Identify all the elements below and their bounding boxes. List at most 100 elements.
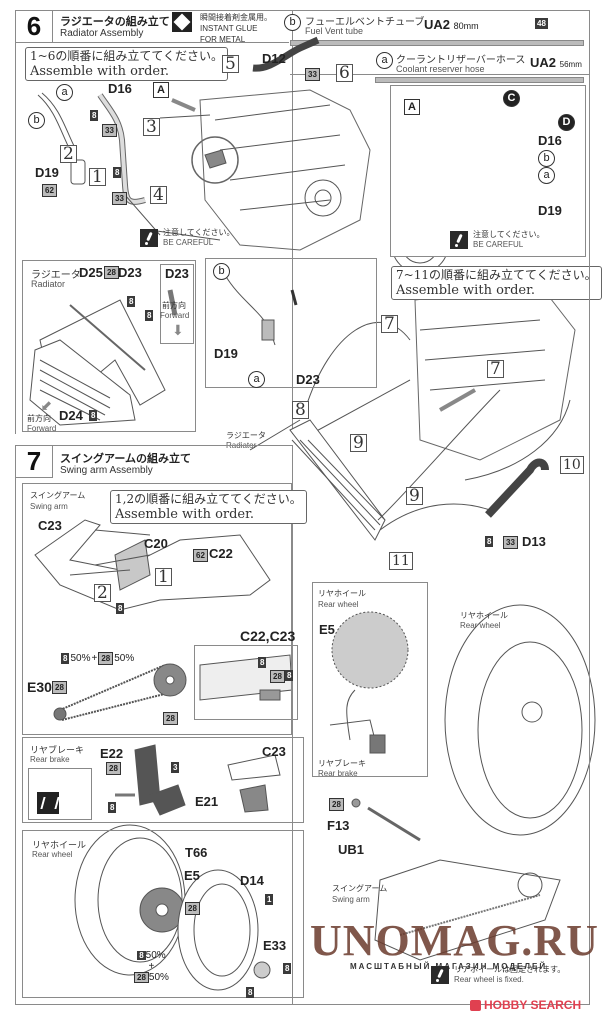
caution-note: 注意してください。 BE CAREFUL	[140, 228, 235, 248]
marker-C: C	[503, 90, 520, 107]
order-note-jp: 1~6の順番に組み立ててください。	[30, 49, 223, 63]
tube-name-en: Fuel Vent tube	[305, 26, 364, 36]
step-1: 1	[155, 568, 172, 586]
note-jp: リアホイールは固定されます。	[454, 965, 566, 974]
rear-wheel-label-en: Rear wheel	[32, 850, 73, 859]
order-note-en: Assemble with order.	[115, 507, 255, 522]
caution-note: 注意してください。 BE CAREFUL	[450, 230, 545, 250]
tube-length: 80mm	[453, 21, 479, 31]
hose-detail-inset	[205, 258, 377, 388]
step-10: 10	[560, 456, 584, 474]
rear-wheel-inset	[22, 830, 304, 998]
assembly-order-note: 1,2の順番に組み立ててください。 Assemble with order.	[110, 490, 307, 524]
paint-code: 8	[283, 963, 292, 974]
step-8: 8	[292, 401, 309, 419]
mix-percent: 50%	[70, 653, 91, 664]
step-2: 2	[94, 584, 111, 602]
tube-a-bar	[375, 77, 584, 83]
step-9: 9	[350, 434, 367, 452]
part-C22-C23: C22,C23	[240, 628, 296, 644]
detail-A-marker: A	[153, 82, 169, 98]
swingarm-label-en: Swing arm	[30, 502, 68, 511]
glue-note-en2: FOR METAL	[200, 35, 246, 44]
part-C22: C22	[209, 546, 233, 561]
paint-code: 1	[265, 894, 274, 905]
swingarm-label-jp: スイングアーム	[30, 491, 86, 500]
forward-en: Forward	[27, 424, 57, 433]
order-note-en: Assemble with order.	[396, 283, 536, 298]
paint-code: 8	[89, 410, 98, 421]
mix-plus: +	[91, 653, 98, 664]
tube-b-label: b	[538, 150, 555, 167]
caution-icon	[140, 229, 158, 247]
tube-name-jp: クーラントリザーバーホース	[396, 55, 526, 66]
caution-jp: 注意してください。	[163, 228, 235, 237]
part-C20: C20	[144, 536, 168, 551]
rear-brake-label-jp: リヤブレーキ	[30, 746, 85, 756]
part-D13: D13	[522, 534, 546, 549]
paint-code: 8	[485, 536, 494, 547]
tube-name-jp: フューエルベントチューブ	[305, 17, 425, 28]
paint-code: 8	[116, 603, 125, 614]
tube-a-label: a	[538, 167, 555, 184]
part-D12: D12	[262, 51, 286, 66]
step-2: 2	[60, 145, 77, 163]
order-note-jp: 7~11の順番に組み立ててください。	[396, 268, 597, 282]
tube-part-id: UA2	[424, 17, 451, 32]
d23-orientation-detail	[160, 264, 194, 344]
tube-part-id: UA2	[530, 55, 557, 70]
rear-wheel-label-jp: リヤホイール	[32, 841, 87, 851]
paint-code: 28	[163, 712, 178, 725]
paint-code: 3	[171, 762, 180, 773]
paint-code: 8	[137, 951, 146, 960]
glue-note-en: INSTANT GLUE	[200, 24, 258, 33]
tube-part: UA2 80mm	[424, 17, 479, 32]
step-title-jp: スイングアームの組み立て	[60, 452, 192, 465]
part-F13: F13	[327, 818, 350, 833]
forward-en: Forward	[160, 311, 190, 320]
step-5: 5	[222, 55, 239, 73]
caution-jp: 注意してください。	[473, 230, 545, 239]
rear-wheel-label-en: Rear wheel	[460, 621, 501, 630]
step-9: 9	[406, 487, 423, 505]
part-UB1: UB1	[338, 842, 365, 857]
paint-code: 33	[503, 536, 518, 549]
right-column-frame	[290, 10, 590, 1005]
paint-code: 33	[305, 68, 320, 81]
paint-code: 8	[258, 657, 267, 668]
part-D23: D23	[165, 266, 189, 281]
paint-code: 28	[98, 652, 114, 665]
part-E33: E33	[263, 938, 287, 953]
paint-code: 28	[52, 681, 67, 694]
part-C23: C23	[262, 744, 286, 759]
part-D16: D16	[108, 81, 132, 96]
tube-part: UA2 56mm	[530, 55, 582, 70]
marker-D: D	[558, 114, 575, 131]
part-D19: D19	[538, 203, 562, 218]
note-en: Rear wheel is fixed.	[454, 975, 524, 984]
caution-note: リアホイールは固定されます。 Rear wheel is fixed.	[431, 965, 565, 985]
step-6: 6	[336, 64, 353, 82]
rear-wheel-label-jp: リヤホイール	[460, 611, 508, 620]
paint-code: 8	[90, 110, 99, 121]
step7-frame	[15, 445, 293, 1005]
part-T66: T66	[185, 845, 208, 860]
assembly-order-note: 1~6の順番に組み立ててください。 Assemble with order.	[25, 47, 228, 81]
step-3: 3	[143, 118, 160, 136]
paint-code: 28	[270, 670, 285, 683]
paint-code: 33	[112, 192, 127, 205]
part-D14: D14	[240, 873, 264, 888]
step-number: 7	[26, 446, 42, 476]
paint-code: 8	[285, 670, 294, 681]
order-note-en: Assemble with order.	[30, 64, 170, 79]
step-title-jp: ラジエータの組み立て	[60, 15, 170, 28]
step7-num-box	[15, 445, 53, 478]
tube-length: 56mm	[559, 60, 582, 69]
part-E5: E5	[319, 622, 335, 637]
forward-jp: 前方向	[27, 414, 51, 423]
step-4: 4	[150, 186, 167, 204]
step-7: 7	[487, 360, 504, 378]
tube-b-bar	[290, 40, 584, 46]
glue-note-jp: 瞬間接着剤金属用。	[200, 13, 272, 22]
